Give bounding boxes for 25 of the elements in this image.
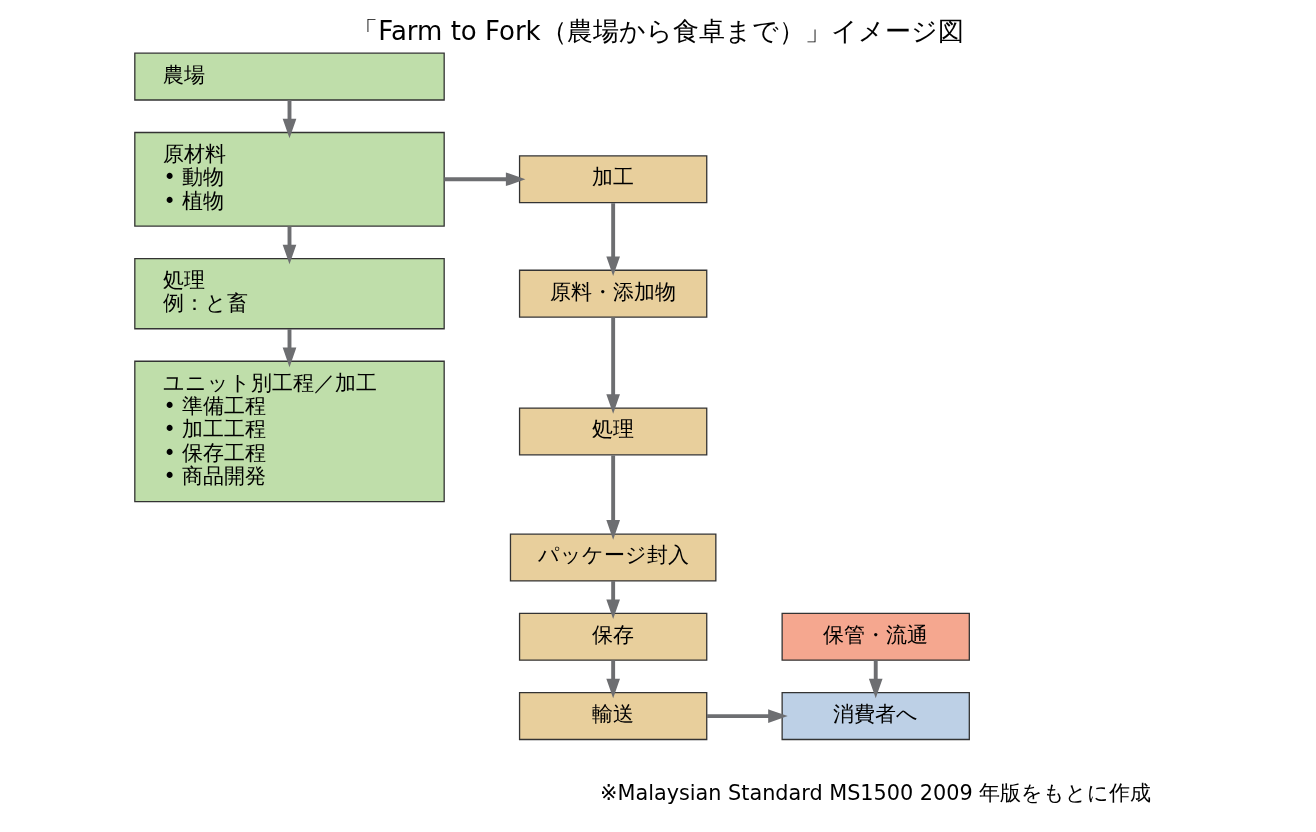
node-box: 保存 bbox=[518, 612, 708, 661]
node-box: ユニット別工程／加工 • 準備工程 • 加工工程 • 保存工程 • 商品開発 bbox=[134, 360, 445, 502]
arrow bbox=[868, 659, 883, 698]
node-box: 輸送 bbox=[518, 691, 708, 740]
node-box: 農場 bbox=[134, 52, 445, 101]
node-box: 保管・流通 bbox=[781, 612, 970, 661]
arrow bbox=[282, 226, 297, 264]
node-box: 消費者へ bbox=[781, 691, 970, 740]
node-box: 原材料 • 動物 • 植物 bbox=[134, 131, 445, 227]
arrow bbox=[282, 328, 297, 367]
node-box: 処理 例：と畜 bbox=[134, 257, 445, 329]
arrow bbox=[282, 99, 297, 138]
arrow bbox=[606, 202, 620, 276]
arrow bbox=[707, 708, 788, 723]
node-box: 処理 bbox=[518, 406, 708, 455]
arrow bbox=[606, 659, 620, 698]
arrow bbox=[606, 454, 620, 540]
node-box: 原料・添加物 bbox=[518, 269, 708, 318]
arrow bbox=[606, 316, 620, 414]
arrow bbox=[606, 580, 620, 619]
node-box: 加工 bbox=[518, 154, 708, 203]
arrow bbox=[444, 171, 526, 186]
diagram-title: 「Farm to Fork（農場から食卓まで）」イメージ図 bbox=[352, 15, 964, 46]
node-box: パッケージ封入 bbox=[509, 533, 717, 582]
caption: ※Malaysian Standard MS1500 2009 年版をもとに作成 bbox=[600, 780, 1152, 805]
